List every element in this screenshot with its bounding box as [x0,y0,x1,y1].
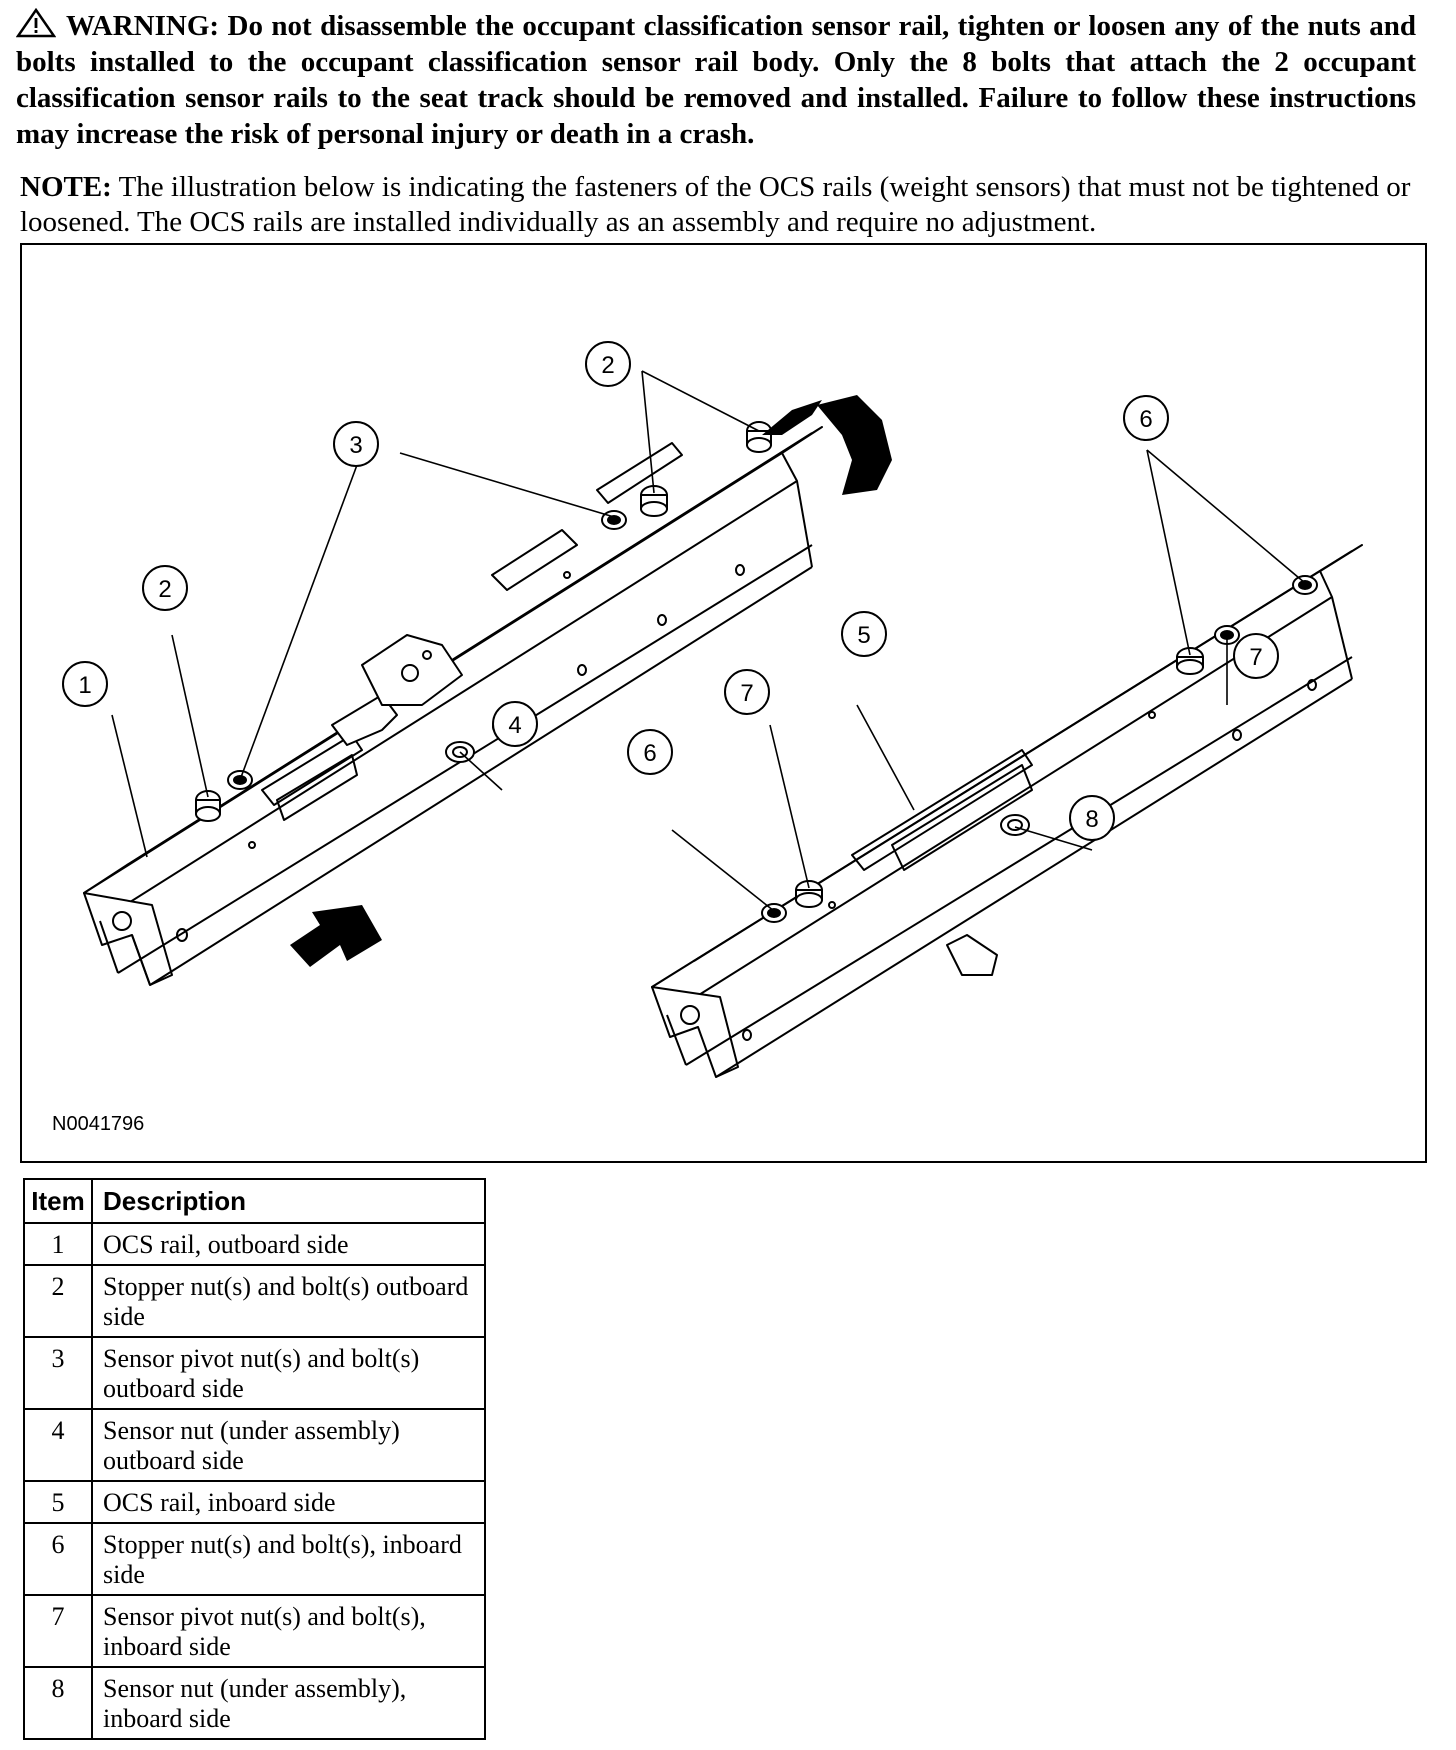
ocs-rails-illustration: 1 2 2 3 4 5 6 6 7 7 8 [62,341,1363,1078]
item-description: Sensor nut (under assembly), inboard sid… [91,1666,486,1740]
callout-6a: 6 [1139,406,1152,433]
note-text: The illustration below is indicating the… [20,171,1411,238]
forward-arrow-icon [290,905,382,967]
item-description: OCS rail, outboard side [91,1222,486,1266]
inboard-rail-drawing [651,544,1363,1078]
callout-4: 4 [508,712,521,739]
callout-circles [62,341,1279,841]
outboard-rail-drawing [83,426,823,986]
warning-text: WARNING: Do not disassemble the occupant… [16,10,1416,150]
item-description: Sensor pivot nut(s) and bolt(s), inboard… [91,1594,486,1668]
item-number: 1 [23,1222,93,1266]
callout-2b: 2 [601,352,614,379]
item-number: 7 [23,1594,93,1668]
callout-6b: 6 [643,740,656,767]
item-number: 8 [23,1666,93,1740]
item-description: Stopper nut(s) and bolt(s), inboard side [91,1522,486,1596]
item-description: Sensor nut (under assembly) outboard sid… [91,1408,486,1482]
illustration-frame: 1 2 2 3 4 5 6 6 7 7 8 N0041796 [20,243,1427,1163]
warning-paragraph: WARNING: Do not disassemble the occupant… [16,8,1416,152]
outboard-nuts [195,421,772,822]
table-header-row: Item Description [23,1178,486,1224]
note-label: NOTE: [20,171,112,203]
figure-id: N0041796 [52,1113,145,1135]
leader-lines [111,370,1306,912]
note-paragraph: NOTE: The illustration below is indicati… [20,170,1420,240]
inboard-nuts [761,575,1318,923]
rotation-arrow-icon [762,395,892,495]
item-number: 2 [23,1264,93,1338]
header-description: Description [91,1178,486,1224]
callout-1: 1 [78,672,91,699]
header-item: Item [23,1178,93,1224]
callout-5: 5 [857,622,870,649]
item-number: 3 [23,1336,93,1410]
callout-3: 3 [349,432,362,459]
item-description: OCS rail, inboard side [91,1480,486,1524]
item-number: 5 [23,1480,93,1524]
callout-2a: 2 [158,576,171,603]
callout-8: 8 [1085,806,1098,833]
warning-triangle-icon [16,8,56,38]
item-description: Sensor pivot nut(s) and bolt(s) outboard… [91,1336,486,1410]
item-description: Stopper nut(s) and bolt(s) outboard side [91,1264,486,1338]
callout-7a: 7 [740,680,753,707]
callout-7b: 7 [1249,644,1262,671]
item-number: 4 [23,1408,93,1482]
item-number: 6 [23,1522,93,1596]
